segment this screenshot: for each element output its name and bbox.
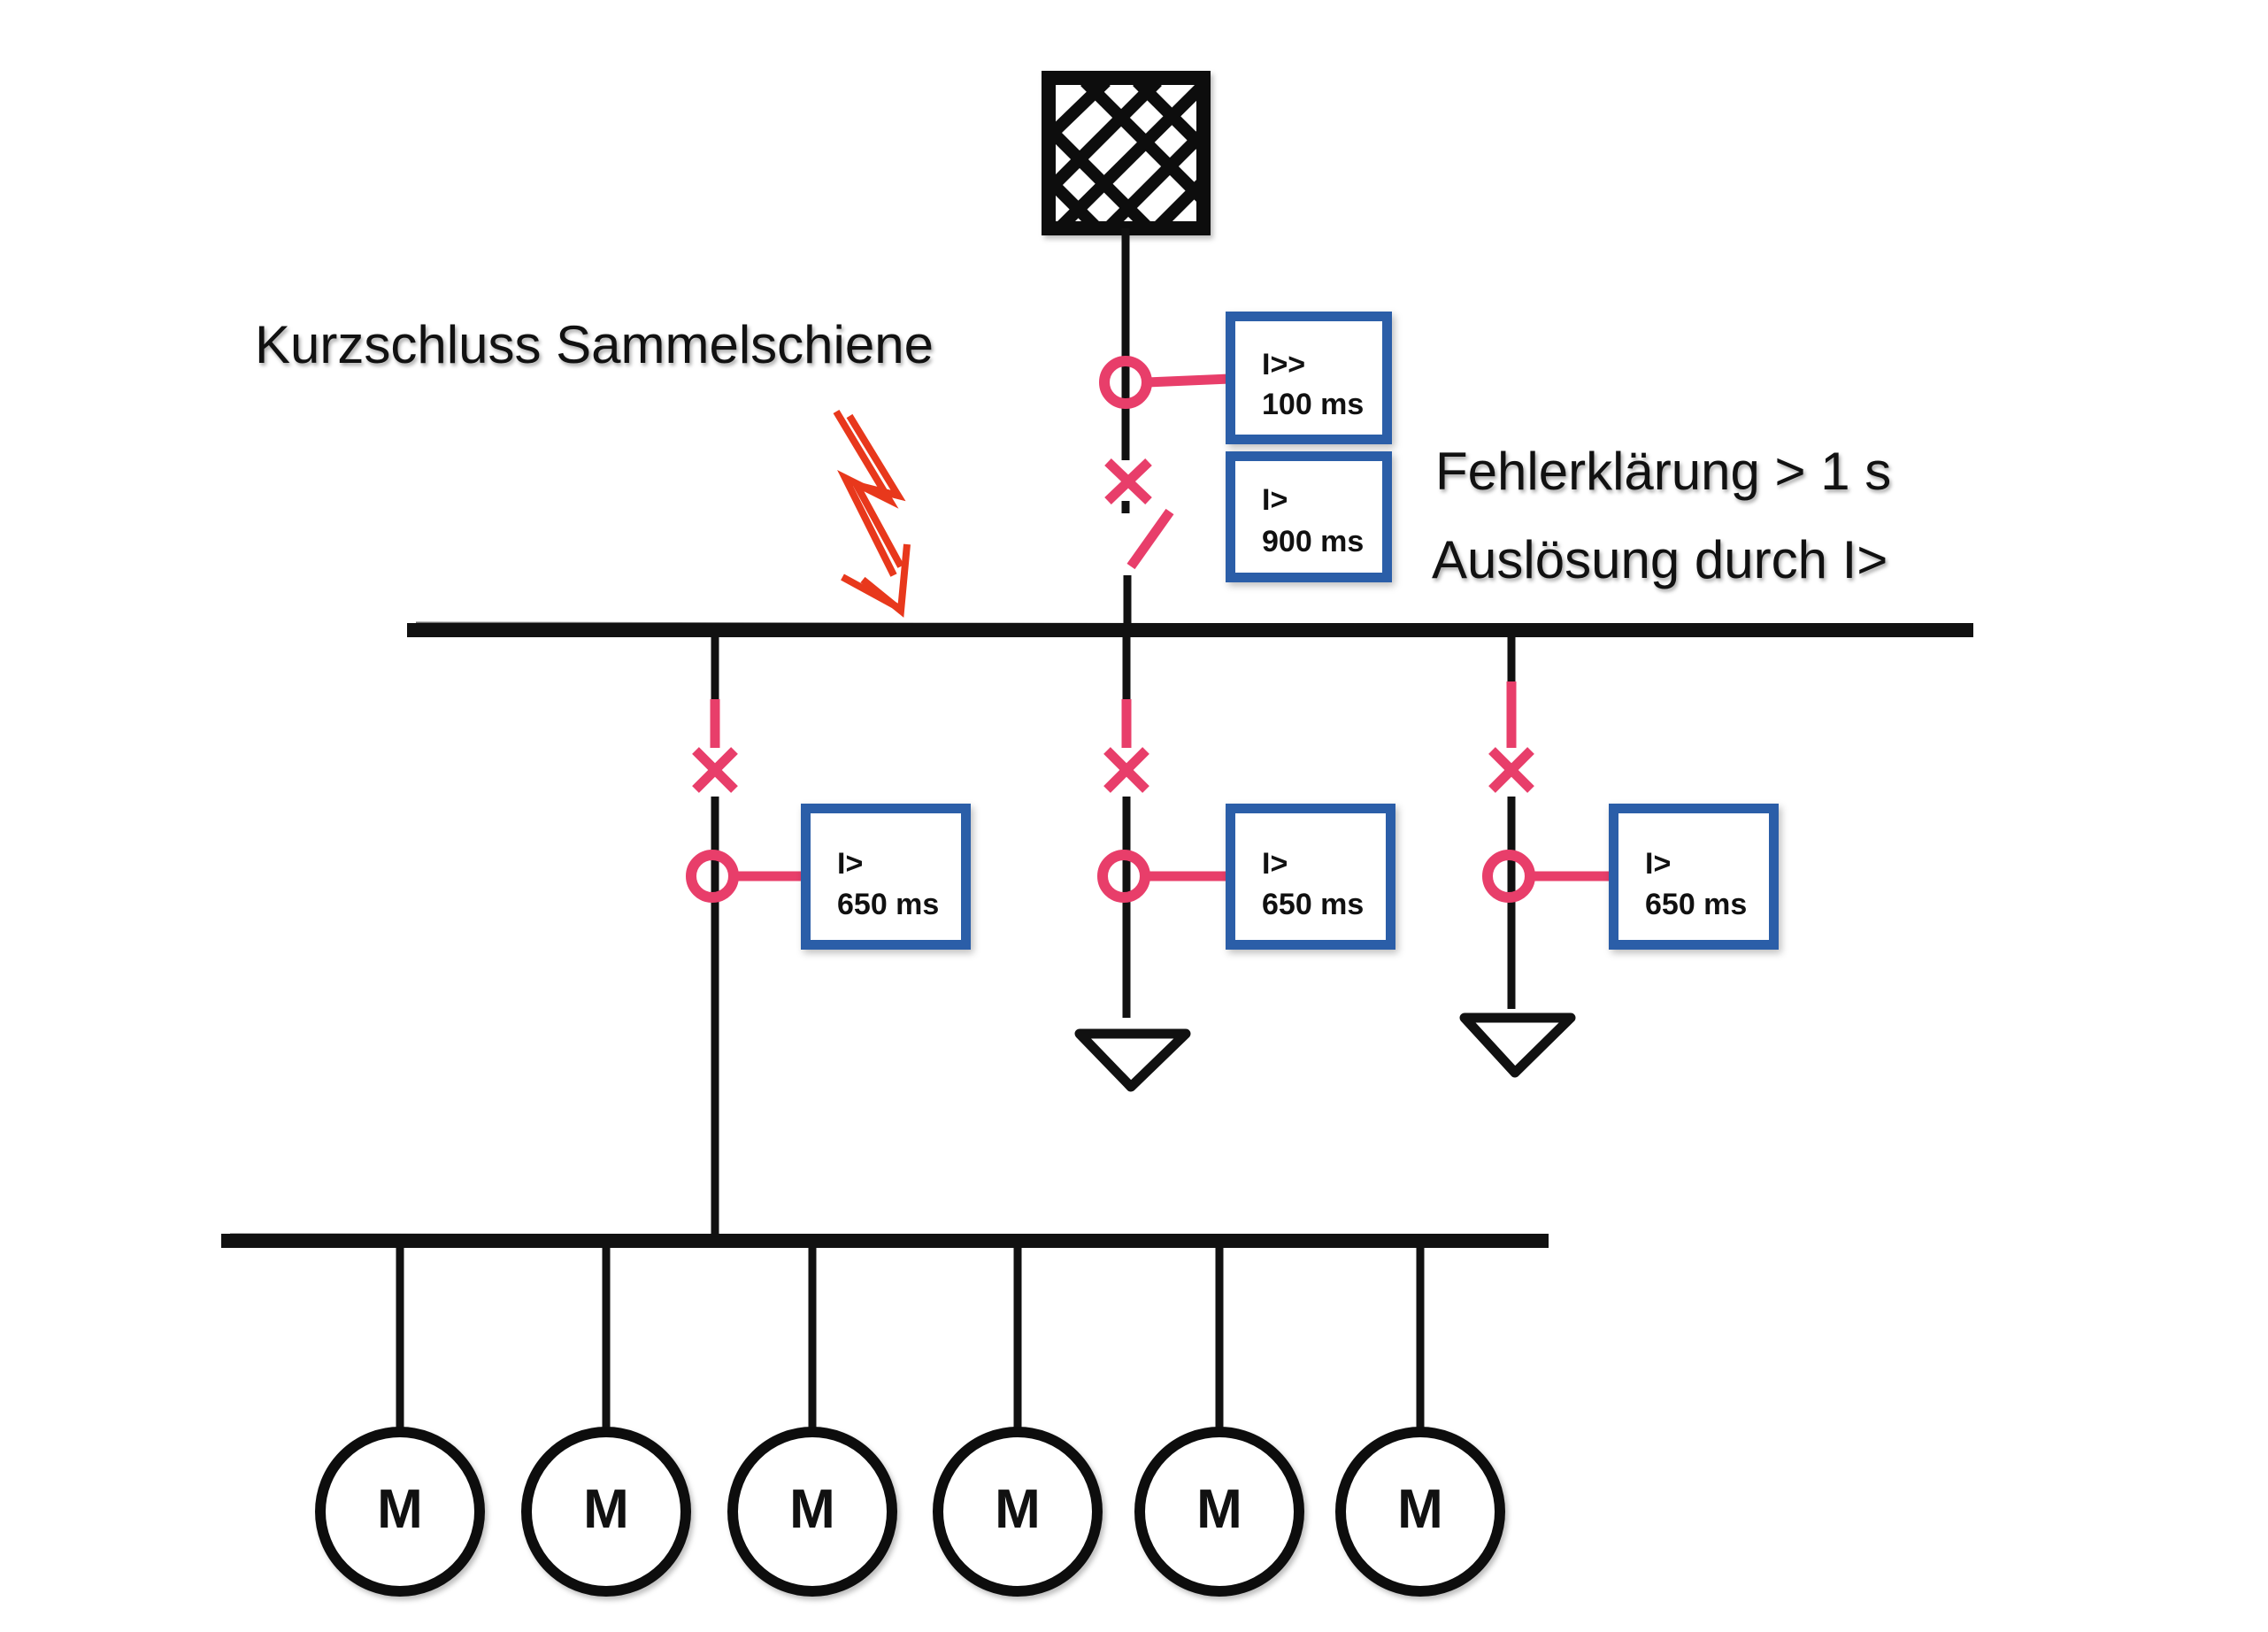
motor-label: M xyxy=(1397,1479,1443,1540)
motor-label: M xyxy=(1196,1479,1242,1540)
load-triangle-icon xyxy=(1074,1028,1191,1092)
clearing-time-label: Fehlerklärung > 1 s xyxy=(1435,442,1892,501)
fault-label: Kurzschluss Sammelschiene xyxy=(255,315,934,374)
relay-delay: 650 ms xyxy=(1645,888,1748,921)
circuit-breaker-icon xyxy=(1104,458,1174,570)
circuit-breaker-icon xyxy=(692,699,738,793)
motor-busbar xyxy=(221,1233,1549,1248)
incoming-relay-instantaneous: I>> 100 ms xyxy=(1226,312,1392,444)
circuit-breaker-icon xyxy=(1103,699,1149,793)
grid-source-icon xyxy=(1042,71,1211,235)
motor-icon xyxy=(933,1427,1103,1597)
motor-label: M xyxy=(995,1479,1041,1540)
motor-label: M xyxy=(789,1479,835,1540)
relay-function: I>> xyxy=(1262,348,1306,381)
load-triangle-icon xyxy=(1459,1012,1576,1078)
motor-icon xyxy=(727,1427,897,1597)
incoming-relay-overcurrent: I> 900 ms xyxy=(1226,451,1392,582)
motor-icon xyxy=(1335,1427,1505,1597)
lightning-bolt-icon xyxy=(833,409,911,618)
main-busbar xyxy=(407,621,1973,637)
relay-delay: 650 ms xyxy=(1262,888,1365,921)
motor-group xyxy=(315,1241,1505,1597)
relay-delay: 650 ms xyxy=(837,888,940,921)
feeder-1-relay: I> 650 ms xyxy=(801,804,971,950)
trip-function-label: Auslösung durch I> xyxy=(1432,530,1888,589)
relay-delay: 900 ms xyxy=(1262,525,1365,558)
current-transformer-icon xyxy=(1097,850,1226,903)
incoming-feeder-line xyxy=(1121,228,1132,630)
feeder-3-relay: I> 650 ms xyxy=(1609,804,1779,950)
motor-icon xyxy=(315,1427,485,1597)
relay-function: I> xyxy=(1262,847,1288,881)
relay-function: I> xyxy=(837,847,864,881)
current-transformer-icon xyxy=(1099,356,1231,409)
current-transformer-icon xyxy=(1482,850,1609,903)
relay-function: I> xyxy=(1262,483,1288,517)
motor-label: M xyxy=(583,1479,629,1540)
current-transformer-icon xyxy=(686,850,801,903)
motor-icon xyxy=(521,1427,691,1597)
circuit-breaker-icon xyxy=(1488,681,1534,793)
motor-icon xyxy=(1134,1427,1304,1597)
relay-delay: 100 ms xyxy=(1262,388,1365,421)
relay-function: I> xyxy=(1645,847,1672,881)
motor-label: M xyxy=(377,1479,423,1540)
feeder-2-relay: I> 650 ms xyxy=(1226,804,1395,950)
